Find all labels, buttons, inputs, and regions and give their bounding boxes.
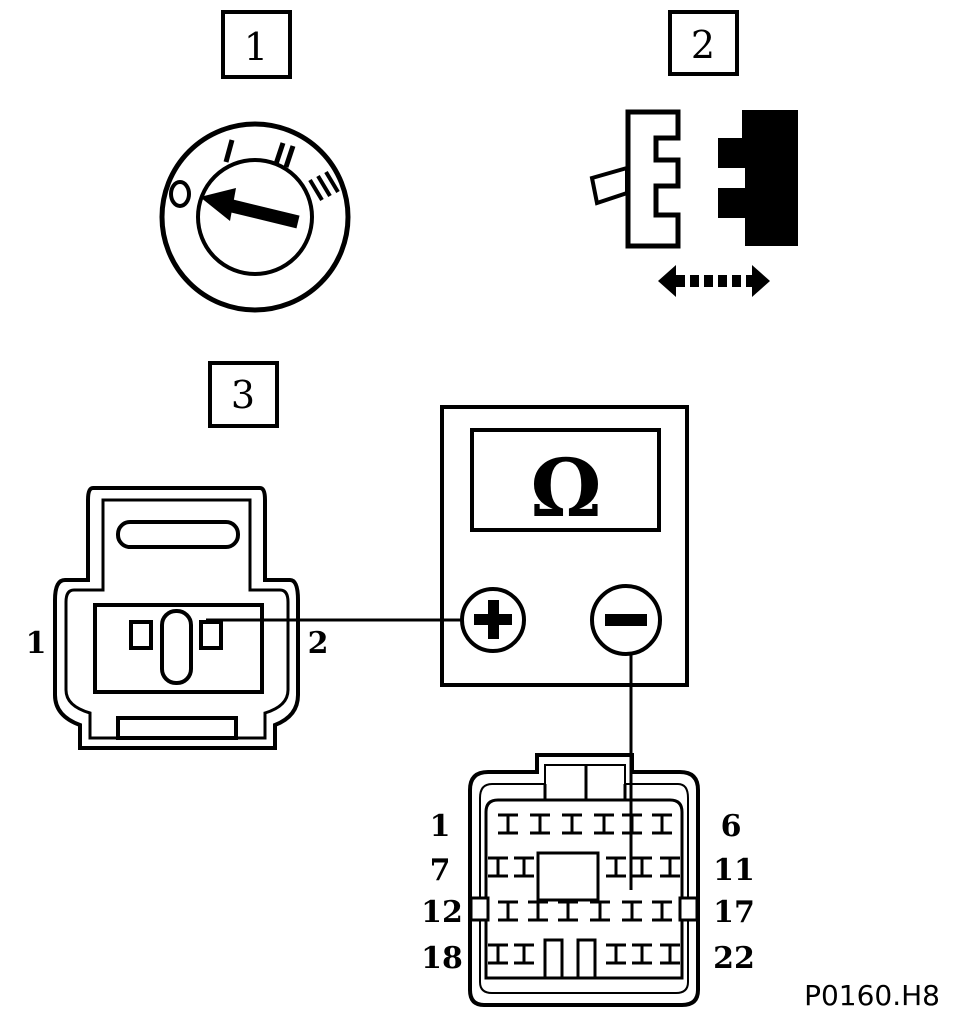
row-label-right-3: 17 [713, 895, 755, 930]
pin-2 [199, 620, 223, 650]
row-label-right-1: 6 [721, 809, 742, 844]
position-3-marker [308, 170, 340, 202]
pin-1 [129, 620, 153, 650]
ohm-symbol: Ω [530, 441, 601, 535]
meter-display [470, 428, 661, 532]
multi-pin-connector: 1 7 12 18 6 11 17 22 [421, 753, 755, 1007]
step-2-text: 2 [691, 23, 715, 67]
negative-terminal [590, 584, 662, 656]
pin-row-3 [498, 900, 672, 922]
figure-reference: P0160.H8 [804, 979, 940, 1012]
pin-label-1: 1 [26, 626, 47, 661]
connector-disconnect-icon [589, 109, 798, 297]
ohmmeter: Ω [440, 405, 689, 687]
step-1-label: 1 [221, 10, 292, 79]
position-2-marker [273, 142, 296, 168]
row-label-left-1: 1 [430, 809, 451, 844]
pin-row-2 [488, 856, 680, 878]
step-3-label: 3 [208, 361, 279, 428]
key-arrow-icon [200, 188, 300, 229]
ignition-switch-icon [159, 121, 351, 313]
pin-label-2: 2 [308, 626, 329, 661]
step-2-label: 2 [668, 10, 739, 76]
row-label-left-4: 18 [421, 941, 463, 976]
position-1-marker [223, 139, 235, 163]
row-label-right-4: 22 [713, 941, 755, 976]
pin-row-4 [488, 943, 680, 965]
two-pin-connector: 1 2 [26, 486, 329, 750]
row-label-right-2: 11 [713, 853, 755, 888]
row-label-left-2: 7 [430, 853, 451, 888]
minus-icon [605, 614, 647, 626]
row-label-left-3: 12 [421, 895, 463, 930]
separate-arrow-icon [658, 265, 770, 297]
position-0-marker [169, 180, 191, 208]
step-1-text: 1 [244, 25, 268, 69]
step-3-text: 3 [231, 373, 255, 417]
pin-row-1 [498, 813, 672, 835]
positive-terminal [460, 587, 526, 653]
